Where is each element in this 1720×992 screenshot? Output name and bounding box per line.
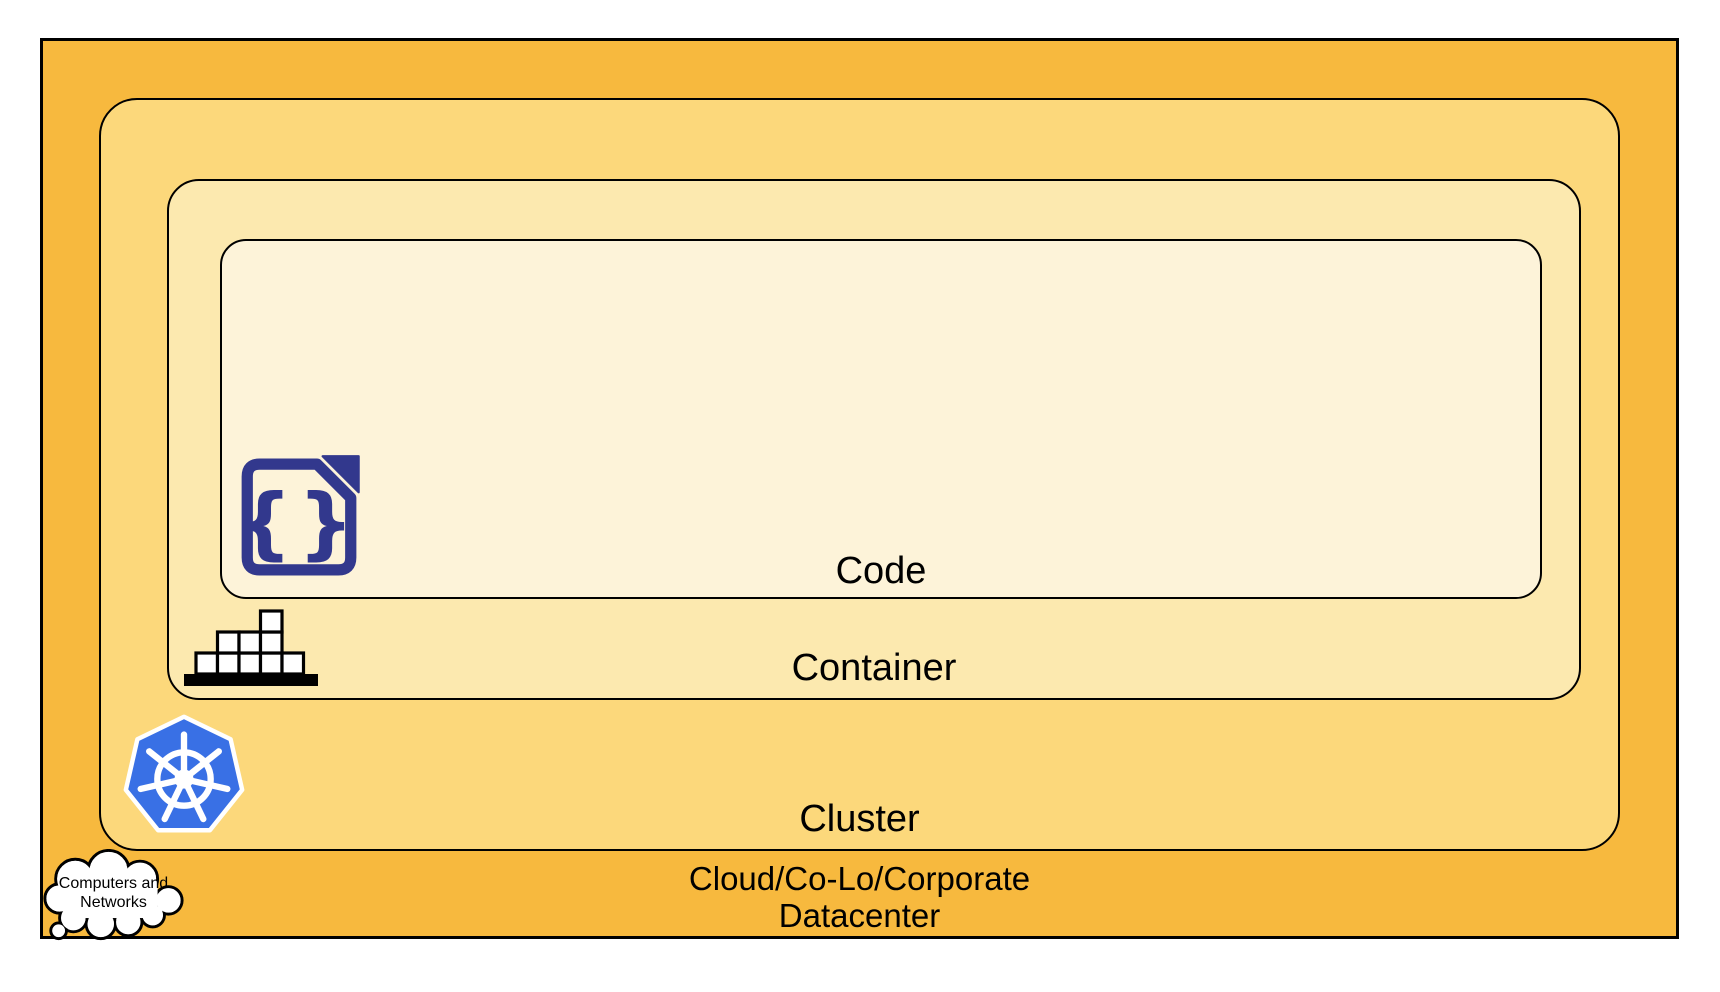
code-file-icon: {} xyxy=(236,455,362,579)
cluster-label: Cluster xyxy=(799,798,920,840)
kubernetes-icon xyxy=(119,713,249,840)
cloud-label-line2: Datacenter xyxy=(778,897,941,934)
code-braces-glyph: {} xyxy=(236,477,359,569)
cloud-bubble-label: Computers and Networks xyxy=(40,849,187,937)
cloud-bubble-line1: Computers and xyxy=(58,875,169,892)
container-stack-icon xyxy=(183,609,319,687)
code-label: Code xyxy=(835,550,927,592)
cloud-bubble-line2: Networks xyxy=(80,894,147,911)
container-label: Container xyxy=(791,647,957,689)
layer-code: Code xyxy=(220,239,1542,599)
cloud-label-line1: Cloud/Co-Lo/Corporate xyxy=(688,860,1031,897)
cloud-icon xyxy=(40,849,187,943)
